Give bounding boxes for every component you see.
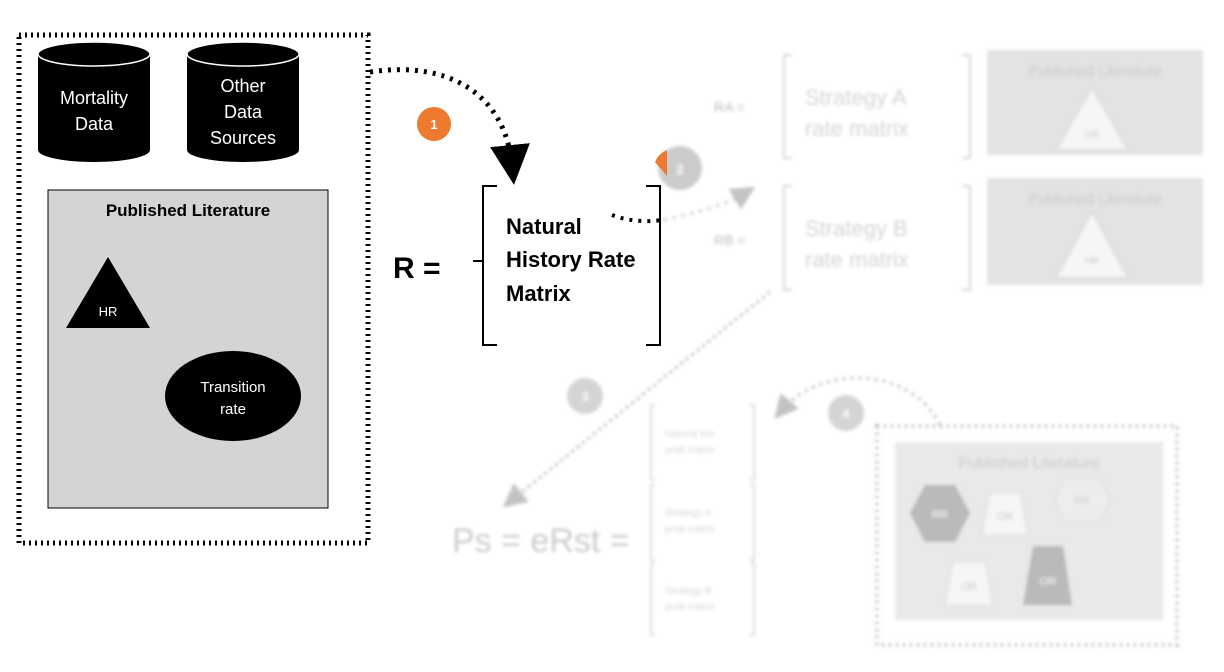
probability-equation: Ps = eRst = — [452, 522, 630, 560]
svg-text:RA =: RA = — [714, 99, 745, 115]
svg-text:Published Literature: Published Literature — [1028, 63, 1161, 80]
arrow-step-1 — [369, 67, 530, 185]
svg-text:4: 4 — [842, 406, 850, 421]
hr-triangle — [66, 257, 150, 328]
svg-text:prob matrix: prob matrix — [665, 602, 715, 613]
svg-text:1: 1 — [430, 117, 437, 132]
step-2-badge-edge — [655, 150, 667, 176]
svg-text:Strategy B: Strategy B — [665, 586, 712, 597]
svg-text:Natural: Natural — [506, 214, 582, 239]
svg-text:Matrix: Matrix — [506, 281, 572, 306]
svg-text:HR: HR — [99, 304, 118, 319]
prob-matrices: Natural His prob matrix Strategy A prob … — [650, 404, 755, 636]
step-1-badge: 1 — [417, 107, 451, 141]
svg-text:HR: HR — [1085, 256, 1099, 267]
arrow-step-2 — [611, 213, 663, 224]
svg-text:2: 2 — [676, 161, 684, 177]
strategy-a-row: RA = Strategy A rate matrix Published Li… — [714, 50, 1203, 159]
published-literature-title: Published Literature — [106, 201, 270, 220]
svg-text:Strategy B: Strategy B — [805, 216, 908, 241]
natural-history-rate-matrix: Natural History Rate Matrix — [473, 185, 661, 346]
svg-text:OR: OR — [961, 581, 978, 593]
svg-text:3: 3 — [581, 389, 588, 404]
svg-text:prob matrix: prob matrix — [665, 445, 715, 456]
svg-text:RR: RR — [1074, 495, 1090, 507]
svg-text:OR: OR — [997, 511, 1014, 523]
step-4-literature: Published Literature RR OR RR OR OR — [875, 424, 1179, 647]
svg-text:RR: RR — [932, 509, 948, 521]
arrow-step-4 — [774, 376, 942, 426]
step-4-badge: 4 — [828, 395, 864, 431]
svg-text:OR: OR — [1040, 576, 1057, 588]
svg-text:History Rate: History Rate — [506, 247, 636, 272]
strategy-b-row: RB = Strategy B rate matrix Published Li… — [714, 178, 1203, 291]
arrow-step-3 — [502, 290, 771, 508]
svg-text:RB =: RB = — [714, 232, 746, 248]
svg-text:rate matrix: rate matrix — [805, 116, 909, 141]
rate-equation-lhs: R = — [393, 252, 441, 285]
step-1-data-boundary — [16, 32, 371, 546]
svg-text:Published Literature: Published Literature — [958, 455, 1100, 472]
svg-text:HR: HR — [1085, 130, 1099, 141]
transition-rate-ellipse — [165, 351, 301, 441]
svg-text:Natural His: Natural His — [665, 429, 714, 440]
step-2-badge: 2 — [658, 146, 702, 190]
svg-text:rate matrix: rate matrix — [805, 247, 909, 272]
faded-steps: 2 RA = Strategy A rate matrix Published … — [452, 50, 1203, 647]
svg-text:Strategy A: Strategy A — [665, 508, 711, 519]
svg-text:prob matrix: prob matrix — [665, 524, 715, 535]
svg-text:Published Literature: Published Literature — [1028, 191, 1161, 208]
svg-text:Strategy A: Strategy A — [805, 85, 907, 110]
step-3-badge: 3 — [567, 378, 603, 414]
